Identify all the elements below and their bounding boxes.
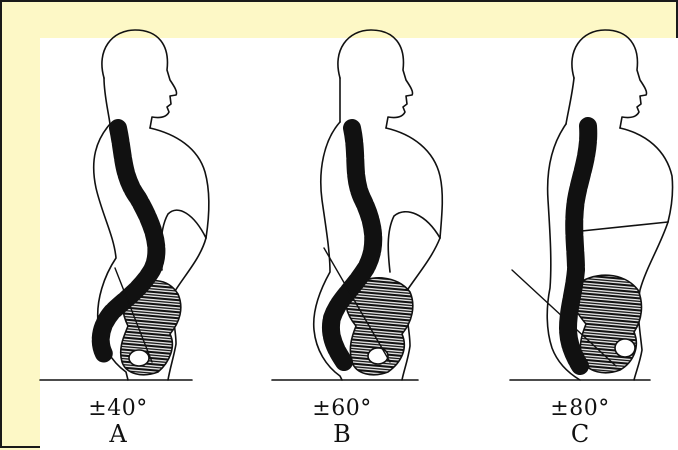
figure-letter-c: C	[520, 420, 640, 448]
femoral-head	[615, 339, 635, 357]
arm-outline	[572, 222, 668, 232]
head-outline	[338, 30, 413, 128]
head-outline	[102, 30, 177, 128]
arm-outline	[161, 210, 206, 270]
angle-label-a: ±40°	[58, 396, 178, 421]
figure-b	[272, 30, 442, 380]
figure-a	[40, 30, 209, 380]
head-back	[104, 78, 110, 124]
angle-label-c: ±80°	[520, 396, 640, 421]
figure-letter-a: A	[58, 420, 178, 448]
figure-c	[510, 30, 673, 380]
arm-outline	[388, 212, 440, 272]
femoral-head	[368, 348, 388, 364]
femoral-head	[129, 350, 149, 366]
chest-outline	[386, 128, 442, 238]
figure-letter-b: B	[282, 420, 402, 448]
head-back	[566, 78, 574, 124]
head-outline	[572, 30, 647, 128]
chest-outline	[620, 128, 673, 222]
angle-label-b: ±60°	[282, 396, 402, 421]
